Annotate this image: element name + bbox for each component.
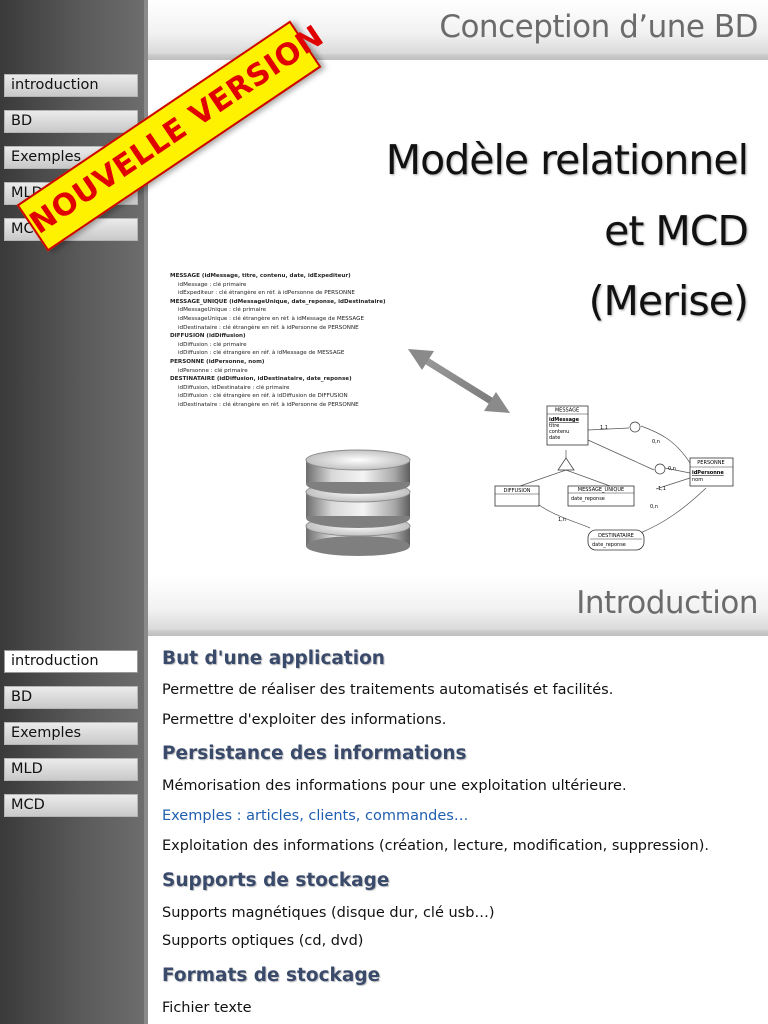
cardinality-label: 0,n xyxy=(650,504,658,510)
entity-personne-attr: nom xyxy=(692,477,703,483)
schema-line: idDiffusion : clé primaire xyxy=(178,341,247,348)
paragraph: Supports optiques (cd, dvd) xyxy=(162,933,364,949)
nav-item-introduction[interactable]: introduction xyxy=(4,74,138,97)
headline-line-1: Modèle relationnel xyxy=(385,136,749,184)
cardinality-label: 1,1 xyxy=(658,486,666,492)
schema-line: idMessageUnique : clé primaire xyxy=(178,307,267,314)
schema-line: idDiffusion : clé étrangère en réf. à id… xyxy=(178,393,348,400)
cardinality-label: 1,n xyxy=(558,517,566,523)
schema-line: MESSAGE_UNIQUE (idMessageUnique, date_re… xyxy=(170,298,386,305)
slide-title: Conception d’une BD xyxy=(439,9,758,45)
mcd-diagram: MESSAGE idMessage titre contenu date PER… xyxy=(494,405,734,551)
schema-line: idDestinataire : clé étrangère en réf. à… xyxy=(178,401,359,408)
nav-item-bd[interactable]: BD xyxy=(4,686,138,709)
entity-personne-name: PERSONNE xyxy=(697,460,724,466)
entity-message-attr: idMessage xyxy=(549,417,580,423)
paragraph: Permettre d'exploiter des informations. xyxy=(162,712,447,728)
schema-line: idExpediteur : clé étrangère en réf. à i… xyxy=(178,290,355,297)
paragraph: Fichier texte xyxy=(162,1000,252,1016)
schema-line: PERSONNE (idPersonne, nom) xyxy=(170,358,265,365)
cardinality-label: 0,n xyxy=(652,439,660,445)
schema-line: idDiffusion, idDestinataire : clé primai… xyxy=(178,384,290,391)
double-arrow-icon xyxy=(408,349,510,413)
entity-message-attr: titre xyxy=(549,423,559,429)
nav-item-bd[interactable]: BD xyxy=(4,110,138,133)
paragraph: Permettre de réaliser des traitements au… xyxy=(162,682,614,698)
schema-line: idPersonne : clé primaire xyxy=(178,367,248,374)
headline-line-3: (Merise) xyxy=(588,277,749,325)
section-heading: Persistance des informations xyxy=(162,743,467,764)
title-bar: Conception d’une BD xyxy=(148,0,768,60)
examples-link[interactable]: Exemples : articles, clients, commandes… xyxy=(162,808,469,824)
entity-personne-attr: idPersonne xyxy=(692,470,724,476)
relation-destinataire-attr: date_reponse xyxy=(592,542,626,548)
relation-destinataire-name: DESTINATAIRE xyxy=(598,533,634,539)
section-heading: Formats de stockage xyxy=(162,965,381,986)
schema-line: MESSAGE (idMessage, titre, contenu, date… xyxy=(170,273,351,279)
nav-item-exemples[interactable]: Exemples xyxy=(4,722,138,745)
slide-introduction: Introduction introduction BD Exemples ML… xyxy=(0,576,768,1024)
entity-message-attr: date xyxy=(549,435,560,441)
paragraph: Supports magnétiques (disque dur, clé us… xyxy=(162,905,495,921)
entity-message-unique-name: MESSAGE_UNIQUE xyxy=(578,487,624,493)
schema-line: idMessage : clé primaire xyxy=(178,281,247,288)
schema-line: DIFFUSION (idDiffusion) xyxy=(170,333,246,340)
section-heading: But d'une application xyxy=(162,648,385,669)
paragraph: Exploitation des informations (création,… xyxy=(162,838,710,854)
schema-line: idDestinataire : clé étrangère en réf. à… xyxy=(178,324,359,331)
relational-schema: MESSAGE (idMessage, titre, contenu, date… xyxy=(170,272,420,410)
headline-line-2: et MCD xyxy=(604,207,749,255)
cardinality-label: 0,n xyxy=(668,466,676,472)
database-icon xyxy=(305,449,411,556)
paragraph: Mémorisation des informations pour une e… xyxy=(162,778,627,794)
nav-item-mcd[interactable]: MCD xyxy=(4,794,138,817)
slide-title: Introduction xyxy=(576,585,758,621)
schema-line: idDiffusion : clé étrangère en réf. à id… xyxy=(178,350,345,357)
entity-diffusion-name: DIFFUSION xyxy=(503,488,530,494)
schema-line: idMessageUnique : clé étrangère en réf. … xyxy=(178,315,364,322)
nav-item-introduction[interactable]: introduction xyxy=(4,650,138,673)
nav-item-mld[interactable]: MLD xyxy=(4,758,138,781)
section-heading: Supports de stockage xyxy=(162,870,390,891)
entity-message-attr: contenu xyxy=(549,429,569,435)
slide-conception-bd: Conception d’une BD introduction BD Exem… xyxy=(0,0,768,576)
cardinality-label: 1,1 xyxy=(600,425,608,431)
entity-message-unique-attr: date_reponse xyxy=(571,496,605,502)
intro-content: But d'une application Permettre de réali… xyxy=(162,576,760,1024)
schema-line: DESTINATAIRE (idDiffusion, idDestinatair… xyxy=(170,376,352,383)
title-bar: Introduction xyxy=(148,576,768,636)
entity-message-name: MESSAGE xyxy=(555,408,579,414)
